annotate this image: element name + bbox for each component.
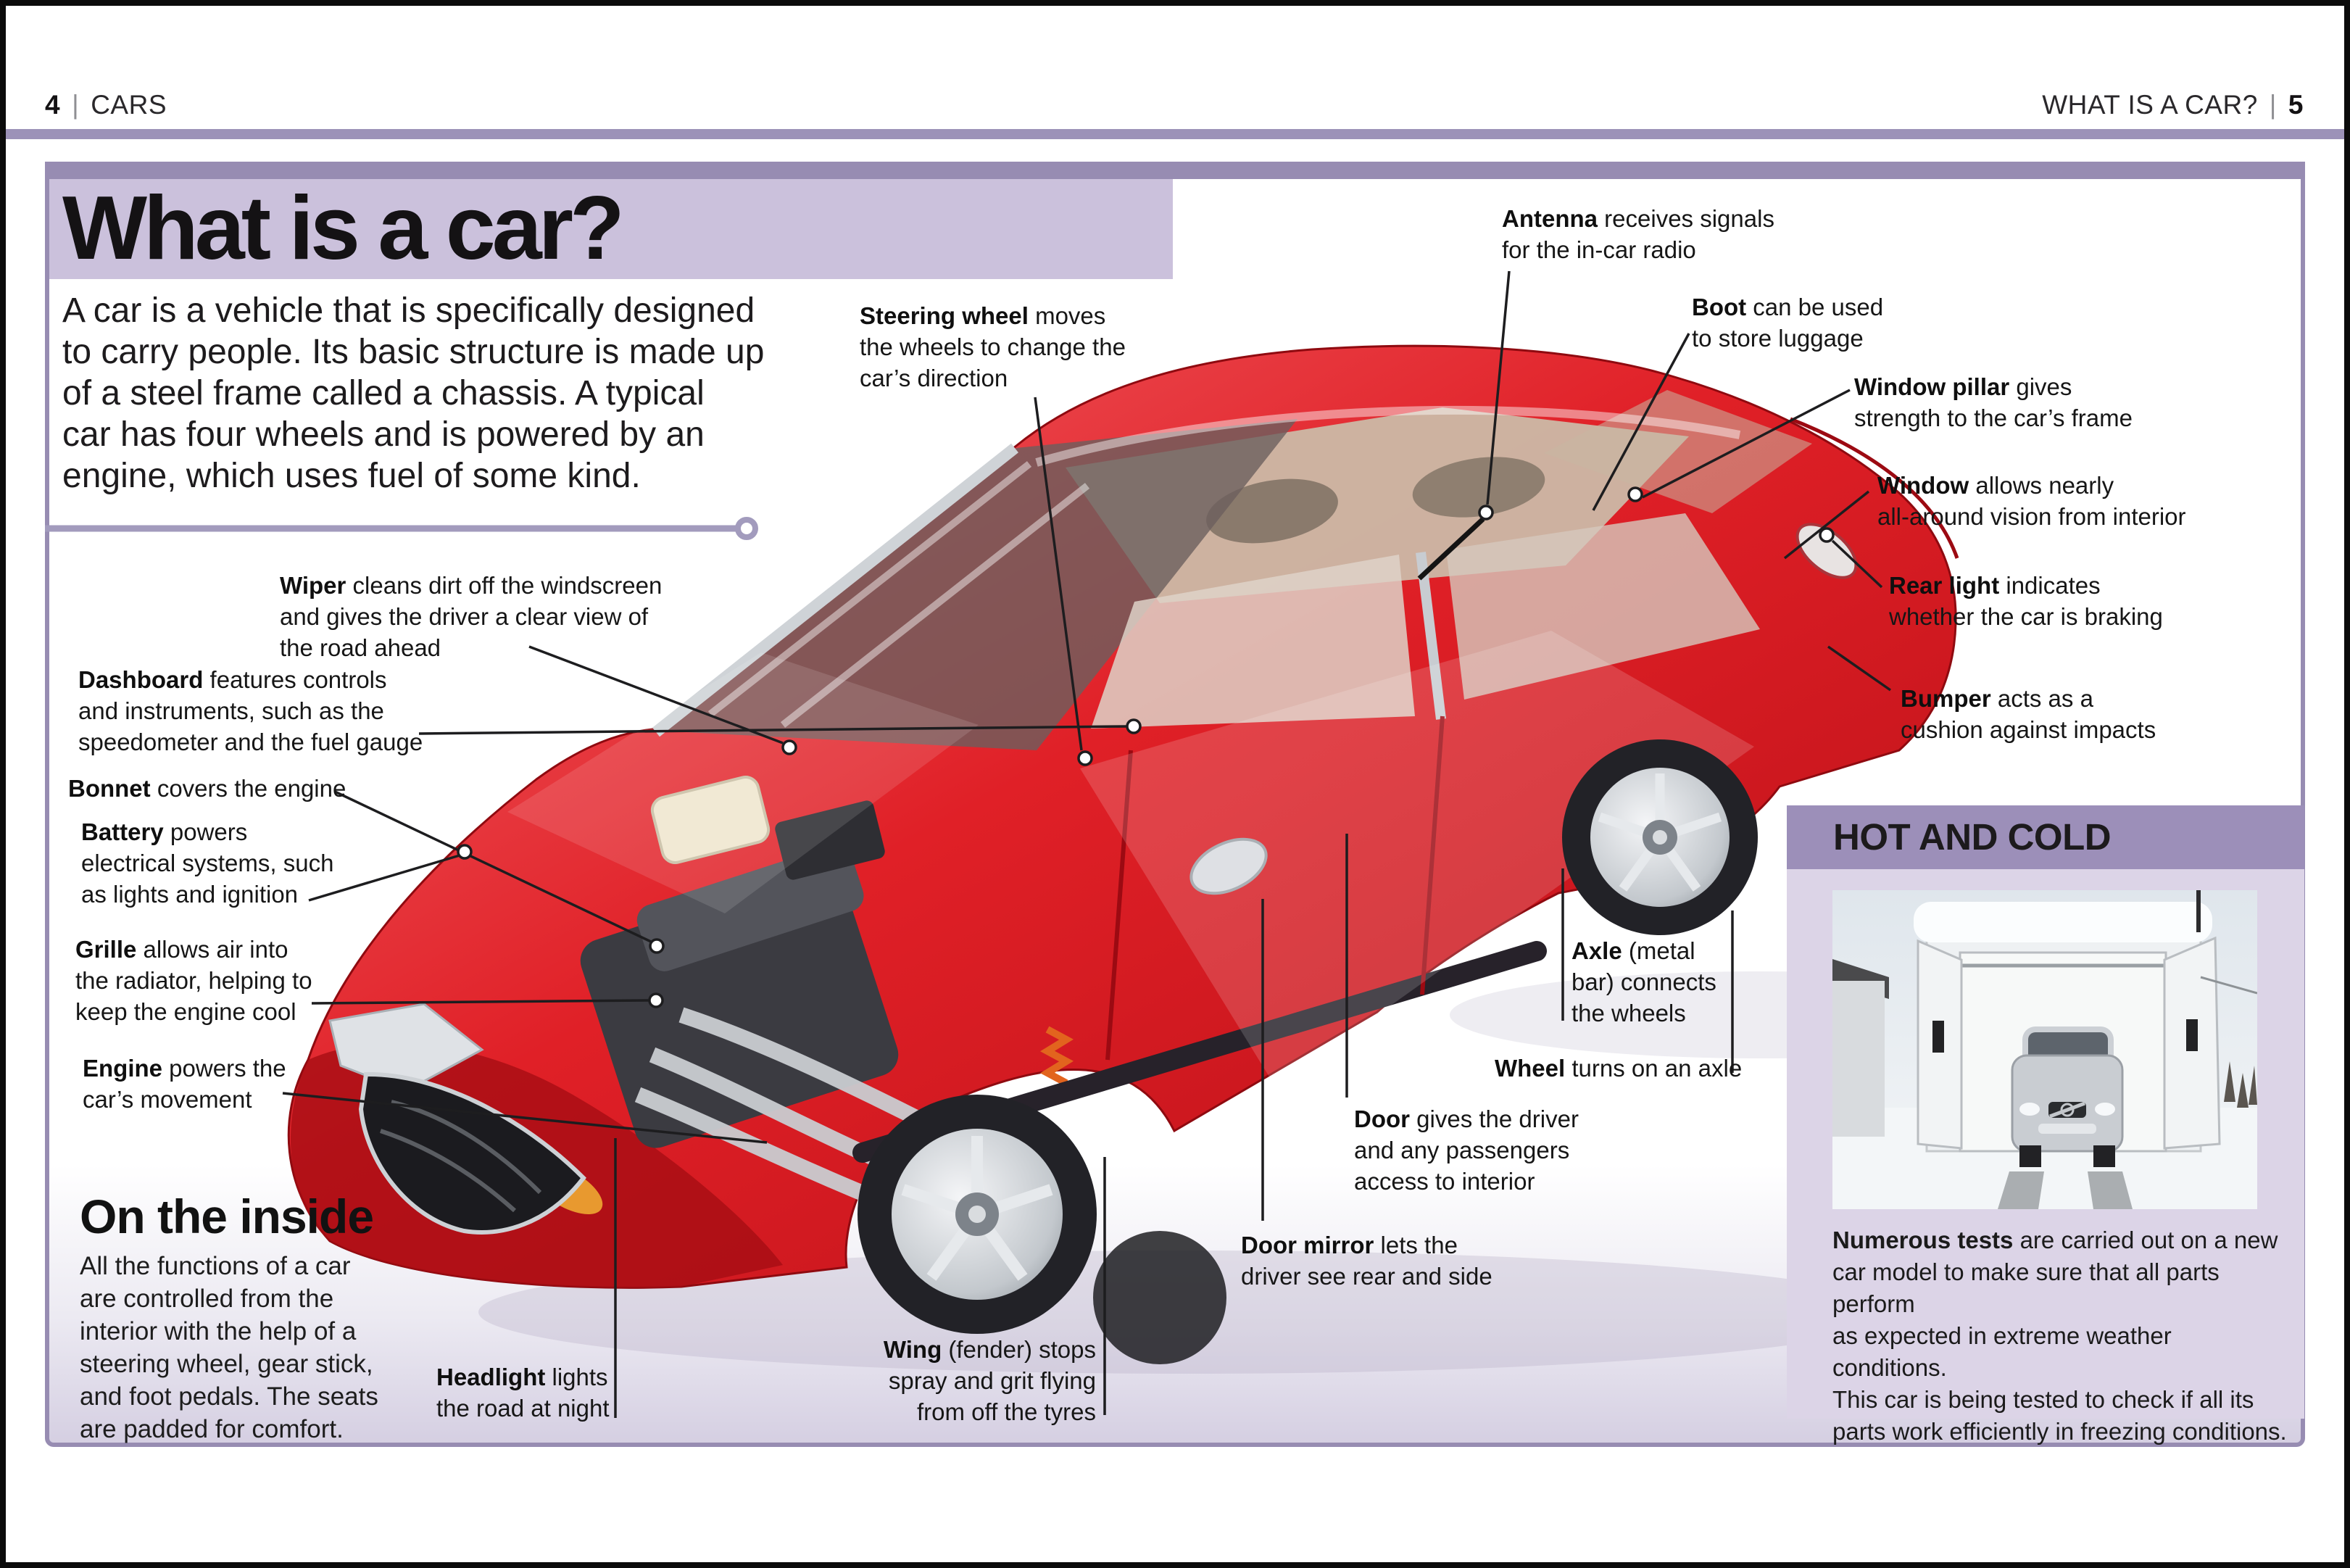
- track: [2088, 1171, 2133, 1209]
- title-banner: [49, 179, 1173, 279]
- running-head-left: 4 | CARS: [45, 90, 167, 120]
- intro-paragraph: A car is a vehicle that is specifically …: [62, 291, 765, 495]
- cold-chamber-scene: [1832, 890, 2257, 1209]
- page-number-left: 4: [45, 90, 61, 120]
- header-rule-bar: [0, 129, 2350, 139]
- right-door-panel: [2186, 1019, 2198, 1051]
- running-head-right: WHAT IS A CAR? | 5: [2042, 90, 2304, 120]
- track: [1998, 1171, 2044, 1209]
- cold-test-photo: [1832, 890, 2257, 1209]
- test-car: [2011, 1026, 2124, 1167]
- hut-wall: [1832, 981, 1885, 1137]
- left-door-panel: [1932, 1021, 1944, 1053]
- header-divider-glyph: |: [2269, 90, 2277, 120]
- header-divider-glyph: |: [72, 90, 80, 120]
- spread-title: WHAT IS A CAR?: [2042, 90, 2258, 120]
- callout-wheel: Wheel turns on an axle: [1495, 1055, 1743, 1082]
- chapter-title: CARS: [91, 90, 167, 120]
- snow-cap: [1914, 902, 2212, 942]
- hot-and-cold-box: HOT AND COLD: [1787, 805, 2304, 1445]
- page-number-right: 5: [2288, 90, 2304, 120]
- page-title: What is a car?: [62, 178, 625, 278]
- hot-and-cold-heading: HOT AND COLD: [1787, 805, 2304, 869]
- callout-bonnet: Bonnet covers the engine: [68, 775, 346, 802]
- trees: [2224, 1061, 2257, 1108]
- wire: [2200, 976, 2257, 995]
- on-the-inside-heading: On the inside: [80, 1190, 374, 1243]
